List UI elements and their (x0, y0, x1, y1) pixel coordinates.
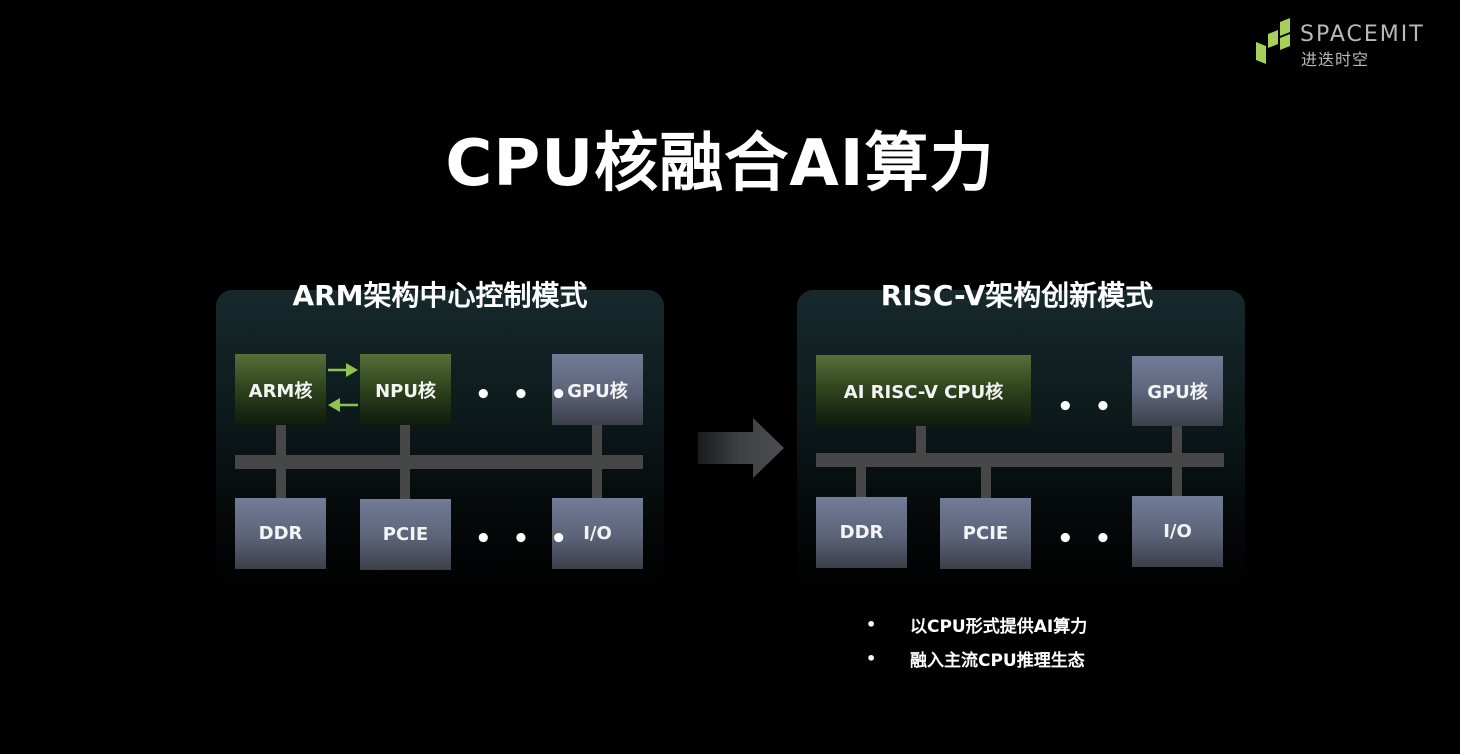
bus-connector (276, 424, 286, 498)
ai-riscv-cpu-core-label: AI RISC-V CPU核 (843, 381, 1004, 403)
spacemit-logo: SPACEMIT 进迭时空 (1254, 18, 1454, 69)
arm-core-label: ARM核 (248, 380, 313, 402)
ddr-label: DDR (258, 523, 303, 544)
io-label: I/O (1163, 521, 1192, 542)
list-item: • 融入主流CPU推理生态 (866, 641, 1087, 675)
gpu-core-box: GPU核 (1132, 356, 1223, 426)
bullet-marker: • (866, 648, 877, 668)
list-item: • 以CPU形式提供AI算力 (866, 607, 1087, 641)
arm-npu-link-arrows (328, 363, 358, 412)
bullet-marker: • (866, 614, 877, 634)
arm-panel-title: ARM架构中心控制模式 (292, 279, 588, 312)
logo-wordmark: SPACEMIT (1300, 22, 1425, 47)
io-box: I/O (552, 498, 643, 569)
bullet-text: 融入主流CPU推理生态 (910, 650, 1085, 671)
system-bus (816, 453, 1224, 467)
npu-core-box: NPU核 (360, 354, 451, 425)
io-box: I/O (1132, 496, 1223, 567)
pcie-label: PCIE (382, 524, 429, 545)
gpu-core-label: GPU核 (567, 380, 628, 402)
ddr-box: DDR (235, 498, 326, 569)
bullet-text: 以CPU形式提供AI算力 (910, 616, 1088, 637)
bus-connector (981, 466, 991, 498)
spacemit-logo-icon (1256, 18, 1290, 64)
gpu-core-label: GPU核 (1147, 382, 1208, 403)
riscv-panel-title: RISC-V架构创新模式 (880, 279, 1154, 312)
pcie-label: PCIE (962, 523, 1009, 544)
bus-connector (592, 424, 602, 498)
bus-connector (400, 424, 410, 500)
bus-connector (856, 466, 866, 498)
bus-connector (1172, 424, 1182, 496)
system-bus (235, 455, 643, 469)
slide-title: CPU核融合AI算力 (445, 127, 995, 201)
gpu-core-box: GPU核 (552, 354, 643, 425)
npu-core-label: NPU核 (375, 380, 436, 402)
ddr-box: DDR (816, 497, 907, 568)
pcie-box: PCIE (940, 498, 1031, 569)
big-right-arrow-icon (698, 418, 784, 478)
bus-connector (916, 424, 926, 454)
io-label: I/O (583, 523, 612, 544)
benefit-list: • 以CPU形式提供AI算力 • 融入主流CPU推理生态 (866, 607, 1087, 675)
arrow-right-icon (328, 363, 358, 377)
ai-riscv-cpu-core-box: AI RISC-V CPU核 (816, 355, 1031, 426)
arrow-left-icon (328, 398, 358, 412)
pcie-box: PCIE (360, 499, 451, 570)
logo-chinese-name: 进迭时空 (1301, 50, 1370, 69)
ddr-label: DDR (839, 522, 884, 543)
more-peripherals-ellipsis: • • • (475, 524, 573, 554)
arm-core-box: ARM核 (235, 354, 326, 425)
more-cores-ellipsis: • • • (475, 380, 573, 410)
